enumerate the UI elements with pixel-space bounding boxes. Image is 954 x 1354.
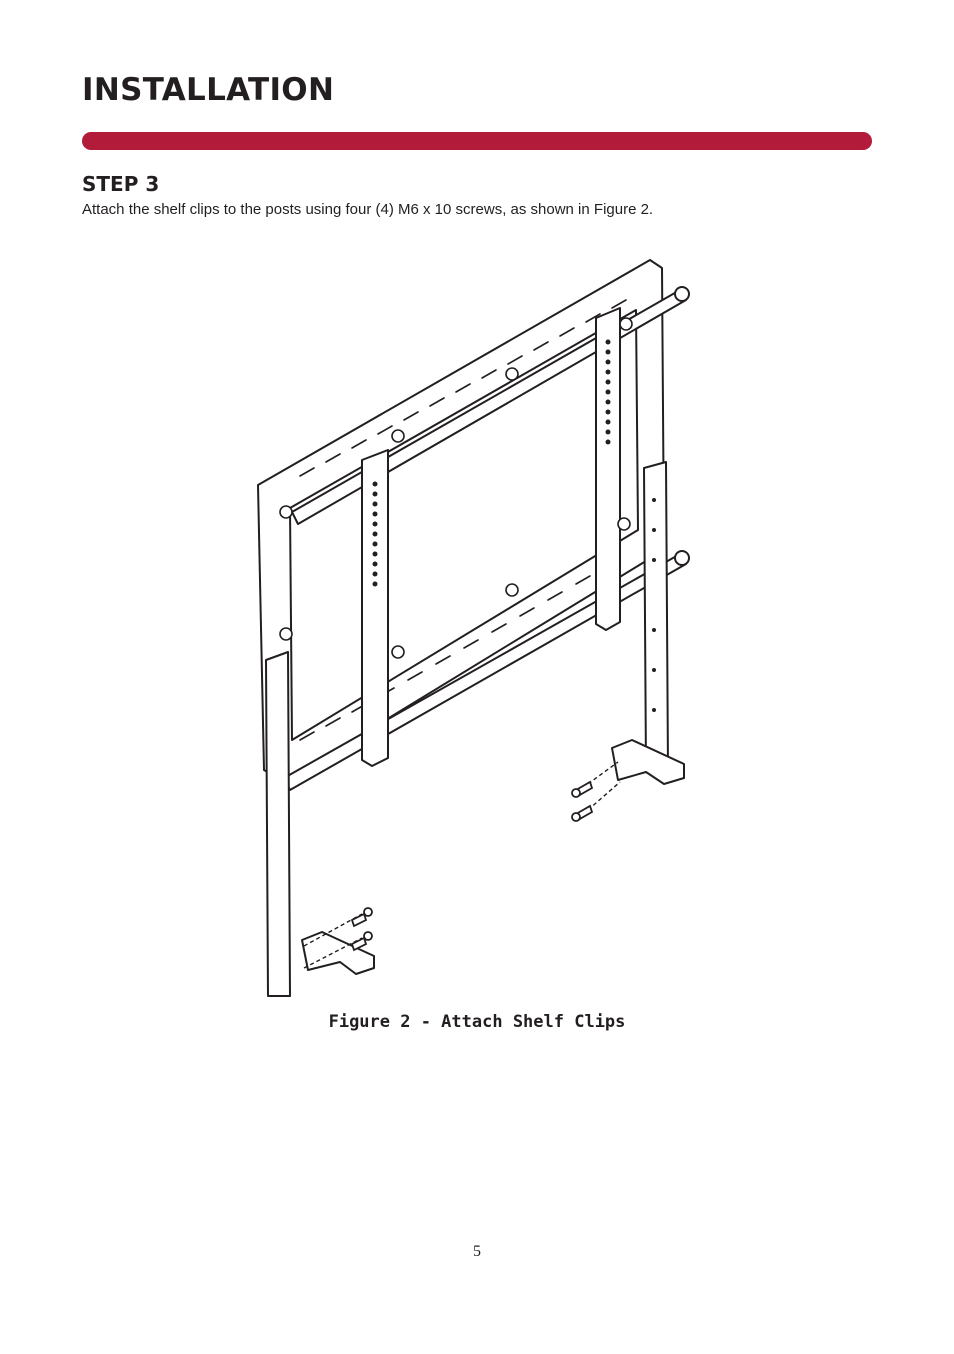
left-shelf-clip <box>301 931 375 975</box>
page-title: INSTALLATION <box>82 72 335 108</box>
step-instruction: Attach the shelf clips to the posts usin… <box>82 201 654 218</box>
left-post <box>265 651 291 997</box>
step-title: STEP 3 <box>82 172 160 196</box>
mount-frame-inner <box>289 309 639 741</box>
screw-guides <box>303 761 621 969</box>
wall-mount-shelf-clips-illustration <box>257 259 690 997</box>
right-post <box>643 461 669 771</box>
left-vertical-strip <box>361 449 389 767</box>
right-vertical-strip <box>595 307 621 631</box>
screw-icons <box>350 780 594 952</box>
upper-bar-end <box>674 286 690 302</box>
page-number: 5 <box>473 1243 481 1260</box>
frame-slots-bottom <box>299 575 591 741</box>
figure-illustration <box>240 250 710 1010</box>
frame-slots <box>299 299 627 477</box>
mount-holes <box>279 317 633 659</box>
right-shelf-clip <box>611 739 685 785</box>
figure-caption: Figure 2 - Attach Shelf Clips <box>328 1012 626 1032</box>
strip-holes <box>372 339 656 712</box>
lower-bar-end <box>674 550 690 566</box>
title-divider-bar <box>82 132 872 150</box>
